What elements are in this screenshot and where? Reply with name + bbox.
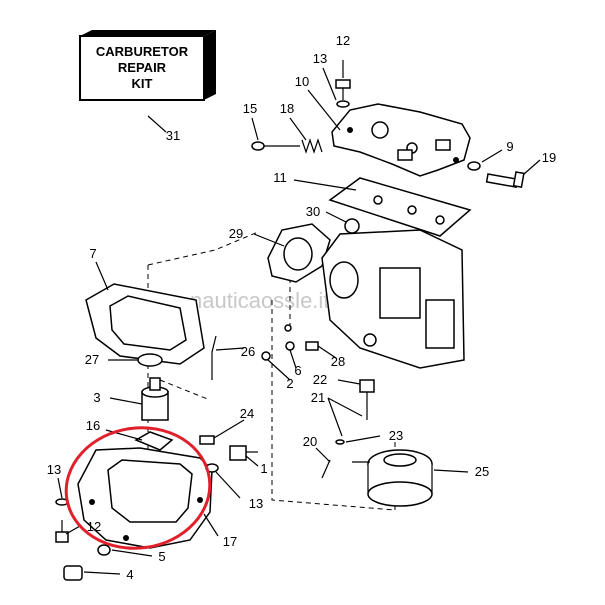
screw-12-top [335, 79, 351, 108]
callout-numbers: 12 13 10 15 18 9 19 11 30 29 7 31 27 26 … [47, 33, 556, 582]
callout-10: 10 [295, 74, 309, 89]
callout-4: 4 [126, 567, 133, 582]
tube-26 [211, 335, 217, 380]
callout-13-top: 13 [313, 51, 327, 66]
washer-27 [137, 353, 163, 367]
float-bowl-17 [77, 447, 213, 549]
screw-15-and-spring-18 [251, 138, 323, 154]
top-cover-part [331, 103, 471, 177]
needle-seat-1 [199, 435, 258, 473]
callout-12-top: 12 [336, 33, 350, 48]
callout-21: 21 [311, 390, 325, 405]
callout-2: 2 [286, 376, 293, 391]
callout-18: 18 [280, 101, 294, 116]
float-3 [141, 377, 169, 421]
callout-24: 24 [240, 406, 254, 421]
callout-1: 1 [260, 461, 267, 476]
callout-13-right: 13 [249, 496, 263, 511]
callout-11: 11 [273, 170, 287, 185]
callout-13-left: 13 [47, 462, 61, 477]
kit-line-3: KIT [132, 76, 153, 91]
gasket-16 [134, 431, 174, 451]
callout-15: 15 [243, 101, 257, 116]
callout-26: 26 [241, 344, 255, 359]
screw-12-left [55, 498, 69, 543]
callout-22: 22 [313, 372, 327, 387]
washer-9-screw-19 [467, 161, 525, 189]
callout-31: 31 [166, 128, 180, 143]
gasket-29 [267, 223, 331, 283]
callout-9: 9 [506, 139, 513, 154]
callout-30: 30 [306, 204, 320, 219]
callout-29: 29 [229, 226, 243, 241]
callout-3: 3 [93, 390, 100, 405]
kit-line-1: CARBURETOR [96, 44, 189, 59]
callout-25: 25 [475, 464, 489, 479]
callout-12-left: 12 [87, 519, 101, 534]
leader-lines [57, 60, 541, 575]
gasket-11 [328, 177, 472, 237]
callout-23: 23 [389, 428, 403, 443]
callout-28: 28 [331, 354, 345, 369]
callout-5: 5 [158, 549, 165, 564]
washer-5-plug-4 [63, 544, 111, 581]
gasket-7 [85, 283, 205, 365]
carburetor-body [321, 218, 465, 369]
callout-16: 16 [86, 418, 100, 433]
highlight-ellipse [64, 426, 212, 550]
kit-line-2: REPAIR [118, 60, 167, 75]
callout-20: 20 [303, 434, 317, 449]
callout-19: 19 [542, 150, 556, 165]
float-25 [352, 449, 433, 507]
watermark: nauticaossle.it [190, 288, 329, 313]
callout-27: 27 [85, 352, 99, 367]
callout-17: 17 [223, 534, 237, 549]
callout-6: 6 [294, 363, 301, 378]
callout-7: 7 [89, 246, 96, 261]
repair-kit-box: CARBURETOR REPAIR KIT [79, 30, 216, 133]
small-parts [261, 324, 375, 479]
